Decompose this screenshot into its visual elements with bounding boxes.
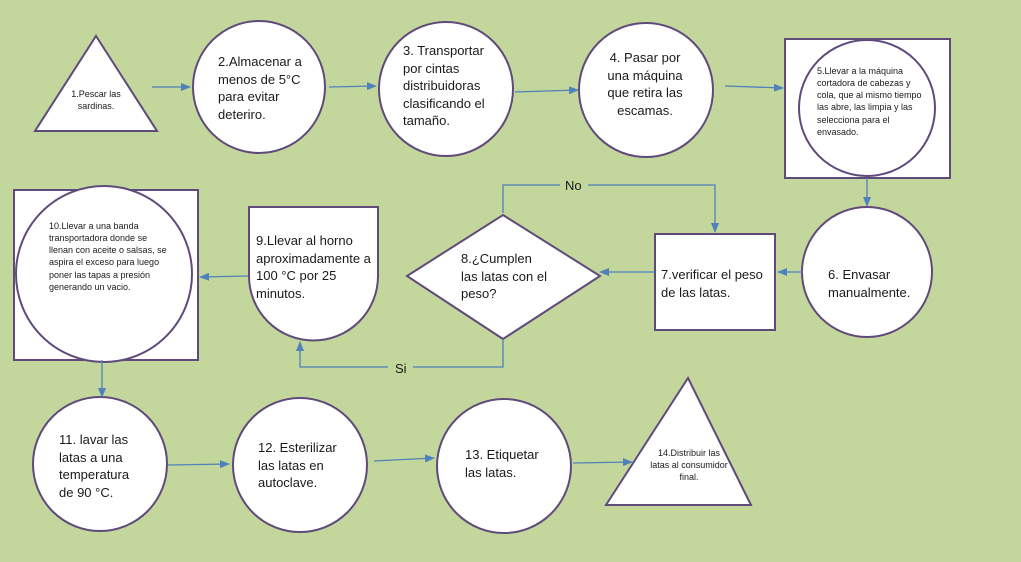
decision-8-label: 8.¿Cumplen las latas con el peso? [461,251,547,302]
shape-step-1 [33,34,159,132]
shape-step-7 [654,233,776,331]
shape-step-9 [248,206,379,342]
shape-step-10 [15,185,193,363]
step-11-label: 11. lavar las latas a una temperatura de… [59,432,130,500]
shape-step-3 [378,21,514,157]
arrow-9-10 [199,272,249,281]
shape-step-12 [232,397,368,533]
shape-step-4 [578,22,714,158]
arrow-12-13 [373,454,435,463]
step-14-label: 14.Distribuir las latas al consumidor fi… [650,448,728,483]
arrow-8-no-loop [502,184,560,213]
step-4-label: 4. Pasar por una máquina que retira las … [607,50,683,118]
step-1-label: 1.Pescar las sardinas. [71,89,121,112]
shape-step-14 [604,375,753,506]
step-2-label: 2.Almacenar a menos de 5°C para evitar d… [218,54,302,122]
branch-no-label: No [565,178,582,193]
step-13-label: 13. Etiquetar las latas. [465,447,539,480]
step-5-label: 5.Llevar a la máquina cortadora de cabez… [817,66,922,137]
arrow-2-3 [328,82,377,91]
step-9-label: 9.Llevar al horno aproximadamente a 100 … [256,233,371,301]
arrow-8-si-end [296,341,388,368]
step-6-label: 6. Envasar manualmente. [828,267,911,300]
arrow-4-5 [724,83,784,92]
shape-step-13 [436,398,572,534]
arrow-13-14 [572,458,633,467]
arrow-11-12 [167,460,230,469]
arrow-3-4 [514,86,579,95]
step-7-label: 7.verificar el peso de las latas. [661,267,763,300]
branch-si-label: Si [395,361,407,376]
arrow-8-si [413,339,504,368]
shape-step-2 [192,20,326,154]
shape-step-5 [798,39,936,177]
arrow-8-no-loop-end [588,184,719,233]
step-12-label: 12. Esterilizar las latas en autoclave. [258,440,337,491]
step-10-label: 10.Llevar a una banda transportadora don… [49,221,167,292]
step-3-label: 3. Transportar por cintas distribuidoras… [403,43,485,129]
